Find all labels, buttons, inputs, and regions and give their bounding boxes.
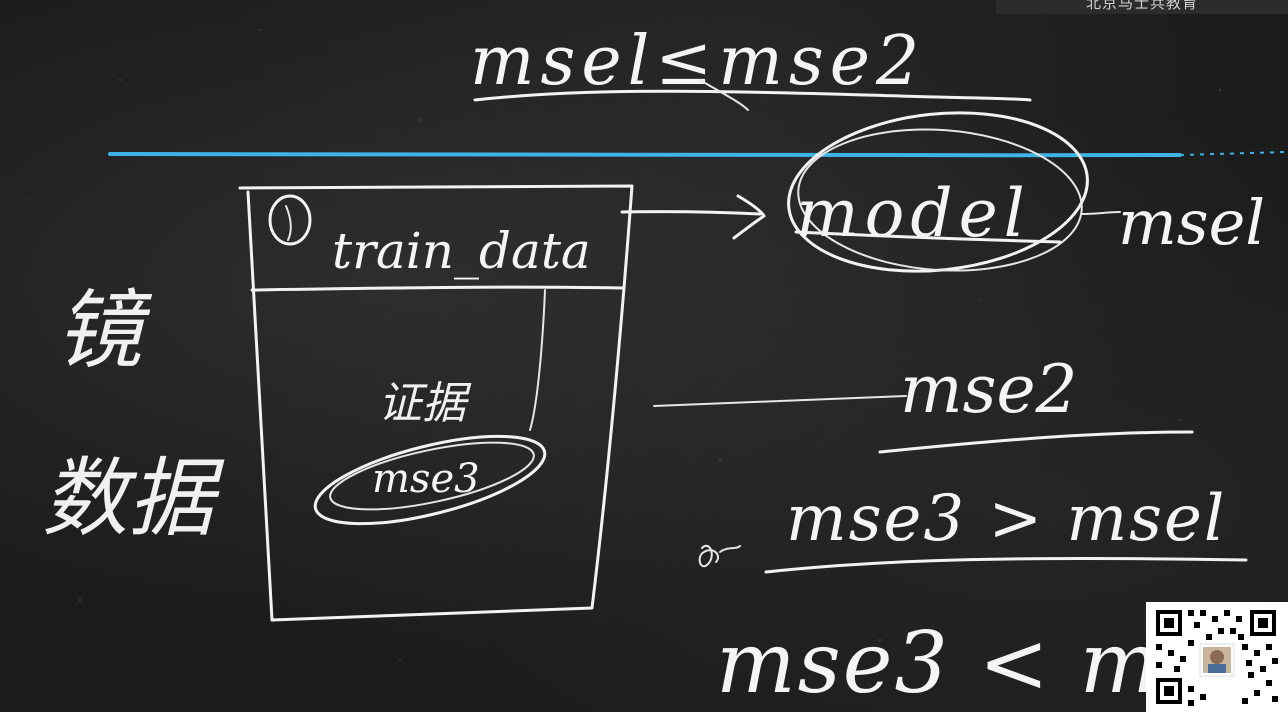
qr-code-icon xyxy=(1146,602,1288,712)
arrow-head xyxy=(732,194,766,240)
chalk-texture xyxy=(29,29,1222,661)
line-to-mse2 xyxy=(653,395,907,407)
top-tick-mark xyxy=(699,79,749,111)
compare-underline xyxy=(764,557,1248,574)
divider-line xyxy=(108,151,1182,158)
inner-cn-label: 证据 xyxy=(378,378,472,429)
model-circle-inner xyxy=(797,128,1083,272)
divider-line-tail xyxy=(1179,151,1286,156)
middle-result-label: mse2 xyxy=(900,351,1078,428)
dataset-box-divider xyxy=(250,285,624,292)
dataset-box xyxy=(238,184,634,622)
train-data-label: train_data xyxy=(332,222,591,280)
step-one-circle xyxy=(268,194,312,246)
model-output-label: msel xyxy=(1118,186,1265,259)
mse2-underline xyxy=(878,430,1194,454)
mse3-circle xyxy=(313,434,547,526)
left-cn-bottom: 数据 xyxy=(42,449,225,549)
watermark-label: 北京马士兵教育 xyxy=(996,0,1288,14)
inner-mse3-label: mse3 xyxy=(372,456,480,502)
compare-line-1: mse3 > msel xyxy=(786,482,1226,556)
mse3-circle-inner xyxy=(329,441,535,511)
dataset-inner-line xyxy=(529,289,546,431)
left-cn-top: 镜 xyxy=(56,281,153,381)
arrow-to-model xyxy=(620,210,762,216)
scribble-mark xyxy=(698,545,741,568)
presenter-avatar xyxy=(1199,643,1235,677)
model-dash xyxy=(1081,211,1121,215)
top-underline xyxy=(473,89,1032,102)
top-formula: msel≤mse2 xyxy=(470,22,925,101)
model-underline xyxy=(794,230,1062,244)
step-one-mark xyxy=(285,205,292,241)
